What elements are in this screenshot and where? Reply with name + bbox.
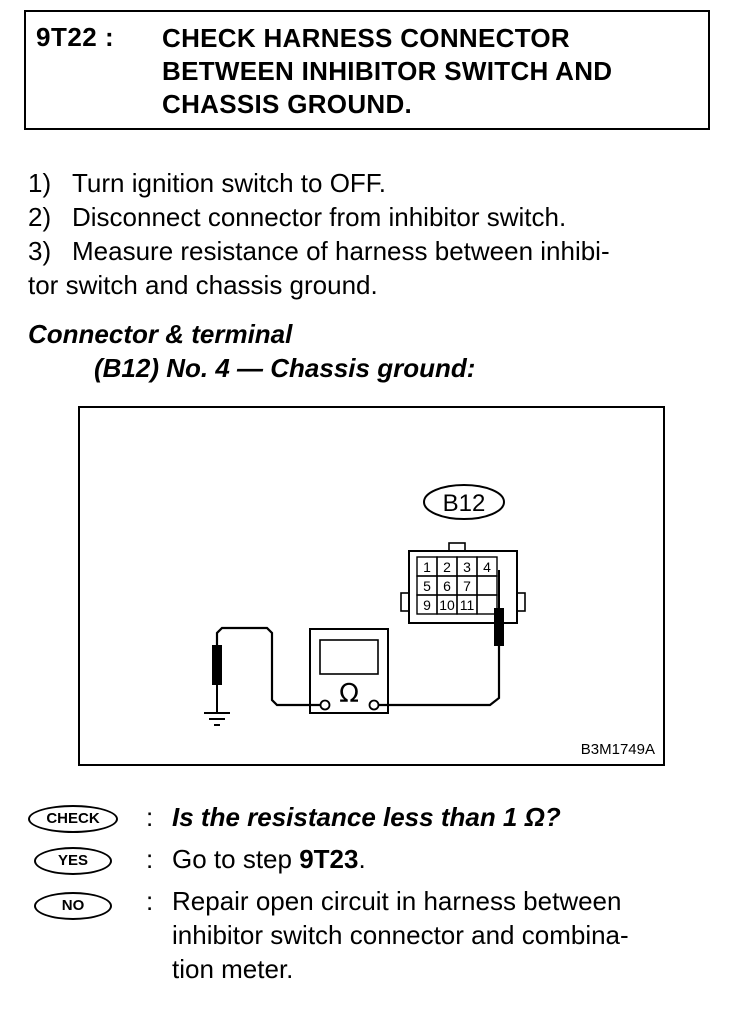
connector-label: B12 xyxy=(443,490,486,517)
wires xyxy=(215,626,501,707)
procedure-step: 2) Disconnect connector from inhibitor sw… xyxy=(28,200,718,234)
check-badge: CHECK xyxy=(28,805,118,833)
procedure-steps: 1) Turn ignition switch to OFF. 2) Disconn… xyxy=(28,166,718,302)
no-colon: : xyxy=(146,886,154,916)
yes-suffix: . xyxy=(358,844,366,874)
connector-body xyxy=(400,542,526,624)
pin-label: 2 xyxy=(443,559,451,575)
pin-label: 11 xyxy=(460,597,475,613)
step-title: CHECK HARNESS CONNECTOR BETWEEN INHIBITO… xyxy=(162,22,702,121)
pin-label: 1 xyxy=(423,559,431,575)
pin-label: 9 xyxy=(423,597,431,613)
pin-label: 3 xyxy=(463,559,471,575)
no-answer: Repair open circuit in harness between i… xyxy=(172,884,629,986)
step-text: Measure resistance of harness between in… xyxy=(72,236,610,266)
probe-pin4 xyxy=(494,570,504,646)
step-number: 1) xyxy=(28,168,52,198)
pin-label: 4 xyxy=(483,559,491,575)
pin-cell xyxy=(476,594,498,615)
connector-heading: Connector & terminal xyxy=(28,319,293,349)
step-text: Disconnect connector from inhibitor swit… xyxy=(72,202,567,232)
step-number: 3) xyxy=(28,236,52,266)
step-title-line: CHECK HARNESS CONNECTOR xyxy=(162,23,571,53)
no-answer-line: Repair open circuit in harness between xyxy=(172,886,622,916)
yes-prefix: Go to step xyxy=(172,844,300,874)
pin-label: 5 xyxy=(423,578,431,594)
connector-spec: (B12) No. 4 — Chassis ground: xyxy=(94,353,476,383)
connector-label-oval xyxy=(423,484,505,520)
ohm-symbol: Ω xyxy=(339,679,359,709)
no-answer-line: inhibitor switch connector and combina- xyxy=(172,920,629,950)
next-step-ref: 9T23 xyxy=(299,844,359,874)
yes-answer: Go to step 9T23. xyxy=(172,842,366,876)
check-question: Is the resistance less than 1 Ω? xyxy=(172,802,561,832)
ohmmeter xyxy=(309,628,389,714)
ground-probe xyxy=(204,645,230,726)
procedure-step: 1) Turn ignition switch to OFF. xyxy=(28,166,718,200)
yes-colon: : xyxy=(146,844,154,874)
yes-badge: YES xyxy=(34,847,112,875)
check-colon: : xyxy=(146,802,154,832)
pin-cell xyxy=(476,575,498,596)
no-badge: NO xyxy=(34,892,112,920)
step-id: 9T22 : xyxy=(36,22,115,52)
step-title-line: BETWEEN INHIBITOR SWITCH AND xyxy=(162,56,613,86)
procedure-step: 3) Measure resistance of harness between … xyxy=(28,234,718,268)
step-header-box: 9T22 : CHECK HARNESS CONNECTOR BETWEEN I… xyxy=(24,10,710,130)
no-answer-line: tion meter. xyxy=(172,954,294,984)
step-continuation: tor switch and chassis ground. xyxy=(28,270,378,300)
step-title-line: CHASSIS GROUND. xyxy=(162,89,413,119)
step-number: 2) xyxy=(28,202,52,232)
pin-label: 10 xyxy=(439,597,455,613)
figure-code: B3M1749A xyxy=(580,741,655,758)
pin-label: 7 xyxy=(463,578,471,594)
pin-label: 6 xyxy=(443,578,451,594)
step-text: Turn ignition switch to OFF. xyxy=(72,168,387,198)
